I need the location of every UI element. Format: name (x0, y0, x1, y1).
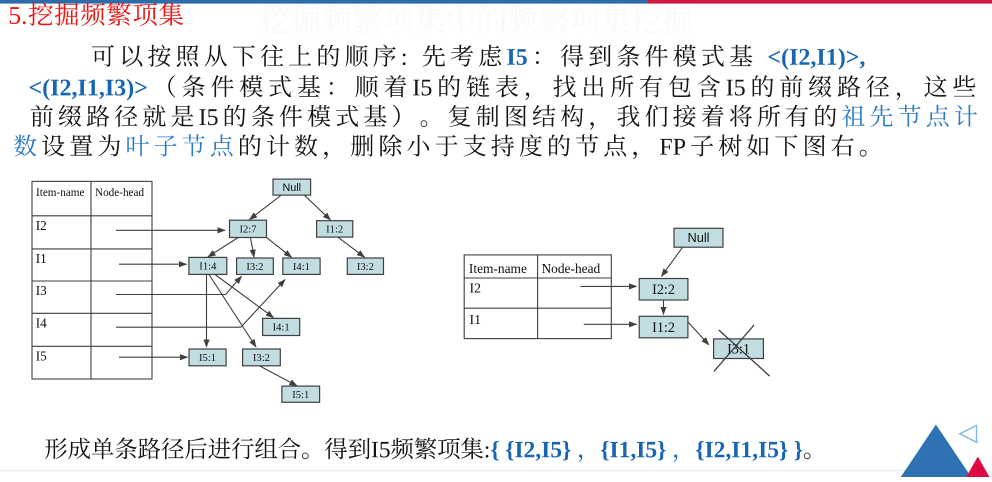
svg-text:I2: I2 (36, 218, 47, 233)
svg-text:Item-name: Item-name (469, 261, 527, 276)
svg-text:I1:2: I1:2 (652, 320, 675, 336)
svg-text:I4: I4 (36, 315, 47, 330)
svg-text:I5: I5 (36, 348, 47, 363)
svg-text:I4:1: I4:1 (293, 262, 310, 273)
svg-text:Node-head: Node-head (542, 261, 601, 276)
svg-text:I2:7: I2:7 (239, 225, 256, 236)
svg-text:Null: Null (687, 230, 709, 245)
svg-text:I1:4: I1:4 (199, 262, 217, 273)
svg-text:I3:2: I3:2 (246, 262, 263, 273)
svg-text:Node-head: Node-head (95, 187, 144, 199)
svg-text:Null: Null (282, 182, 301, 194)
svg-text:I3:2: I3:2 (253, 353, 270, 364)
svg-text:I5:1: I5:1 (199, 353, 216, 364)
svg-text:I2: I2 (470, 281, 482, 296)
svg-text:I1:2: I1:2 (326, 225, 343, 236)
svg-text:I5:1: I5:1 (292, 390, 309, 401)
svg-text:I1: I1 (36, 251, 47, 266)
svg-text:Item-name: Item-name (36, 187, 84, 199)
svg-text:I1: I1 (470, 312, 482, 327)
svg-text:I3:2: I3:2 (357, 262, 374, 273)
svg-text:I2:2: I2:2 (652, 282, 675, 298)
svg-text:I3: I3 (36, 283, 47, 298)
svg-text:I4:1: I4:1 (273, 323, 290, 334)
